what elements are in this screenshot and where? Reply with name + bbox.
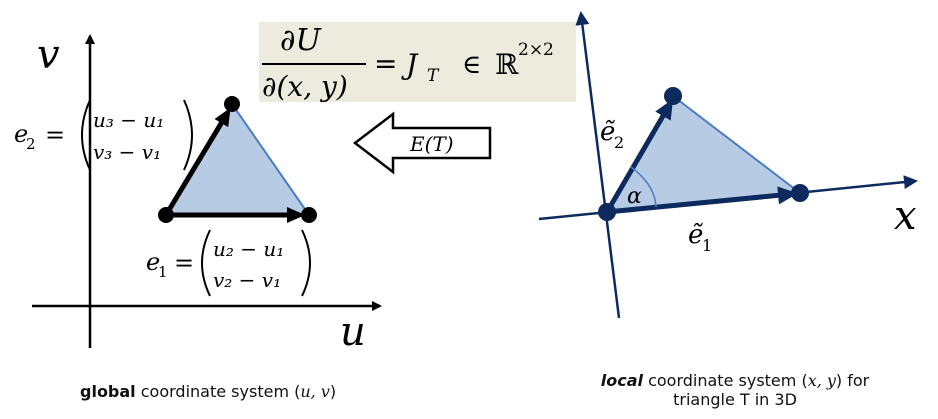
e1-bottom: v₂ − v₁ xyxy=(213,268,281,292)
e1-top: u₂ − u₁ xyxy=(213,237,284,261)
local-e1-arrow xyxy=(606,186,798,215)
alpha-label: α xyxy=(627,184,642,209)
e1-equals: = xyxy=(174,249,194,277)
formula-equals: = xyxy=(374,47,397,80)
local-caption-line1: local coordinate system (x, y) for xyxy=(560,371,910,390)
global-vertex-3 xyxy=(224,96,240,112)
local-caption: local coordinate system (x, y) for trian… xyxy=(560,371,910,409)
e1-lhs-sub: 1 xyxy=(158,263,168,281)
global-triangle-edge xyxy=(231,103,310,216)
local-e2-arrow xyxy=(604,98,674,214)
local-triangle xyxy=(607,96,800,212)
e2-lhs: e xyxy=(14,120,28,148)
alpha-angle-arc xyxy=(630,166,657,208)
e2-left-paren xyxy=(81,99,91,171)
e2-equals: = xyxy=(45,121,65,149)
global-caption-vars: u, v xyxy=(300,382,330,401)
local-vertex-2 xyxy=(791,184,809,202)
local-e1-label: ẽ xyxy=(688,220,703,250)
local-vertex-1 xyxy=(598,203,616,221)
local-x-axis-label: x xyxy=(894,193,917,239)
formula-background xyxy=(259,22,576,102)
global-e2-arrow xyxy=(163,107,231,217)
e1-right-paren xyxy=(301,229,311,297)
formula-jacobian: J xyxy=(401,48,419,81)
global-caption-end: ) xyxy=(329,382,337,401)
e1-left-paren xyxy=(201,229,211,297)
e2-top: u₃ − u₁ xyxy=(93,108,164,132)
local-caption-end: ) for xyxy=(835,371,870,390)
local-e1-sub: 1 xyxy=(702,236,712,255)
global-vertex-1 xyxy=(158,207,174,223)
formula-member: ∈ xyxy=(462,50,481,80)
local-y-axis xyxy=(575,11,621,319)
local-caption-line2: triangle T in 3D xyxy=(673,390,797,409)
global-vertex-2 xyxy=(301,207,317,223)
local-triangle-edge xyxy=(672,95,801,194)
local-e2-label: ẽ xyxy=(600,117,615,147)
global-triangle xyxy=(166,104,309,215)
e2-right-paren xyxy=(183,99,193,171)
hollow-arrow-label: E(T) xyxy=(409,132,454,156)
formula-space-sup: 2×2 xyxy=(518,40,554,60)
formula-jacobian-sub: T xyxy=(427,66,440,86)
global-caption-bold: global xyxy=(80,382,136,401)
v-axis-label: v xyxy=(37,32,60,78)
e1-lhs: e xyxy=(146,248,160,276)
local-caption-vars: x, y xyxy=(807,371,836,390)
e2-lhs-sub: 2 xyxy=(26,135,36,153)
global-caption-text: coordinate system ( xyxy=(135,382,301,401)
local-vertex-3 xyxy=(664,87,682,105)
formula-numerator: ∂U xyxy=(280,23,323,58)
hollow-arrow xyxy=(352,111,492,175)
local-e2-sub: 2 xyxy=(614,133,624,152)
local-caption-text: coordinate system ( xyxy=(643,371,808,390)
global-caption: global coordinate system (u, v) xyxy=(80,382,336,401)
e2-bottom: v₃ − v₁ xyxy=(93,140,161,164)
local-caption-bold: local xyxy=(600,371,643,390)
formula-space: ℝ xyxy=(495,48,519,81)
formula-denominator: ∂(x, y) xyxy=(262,70,348,103)
u-axis-label: u xyxy=(340,309,366,355)
